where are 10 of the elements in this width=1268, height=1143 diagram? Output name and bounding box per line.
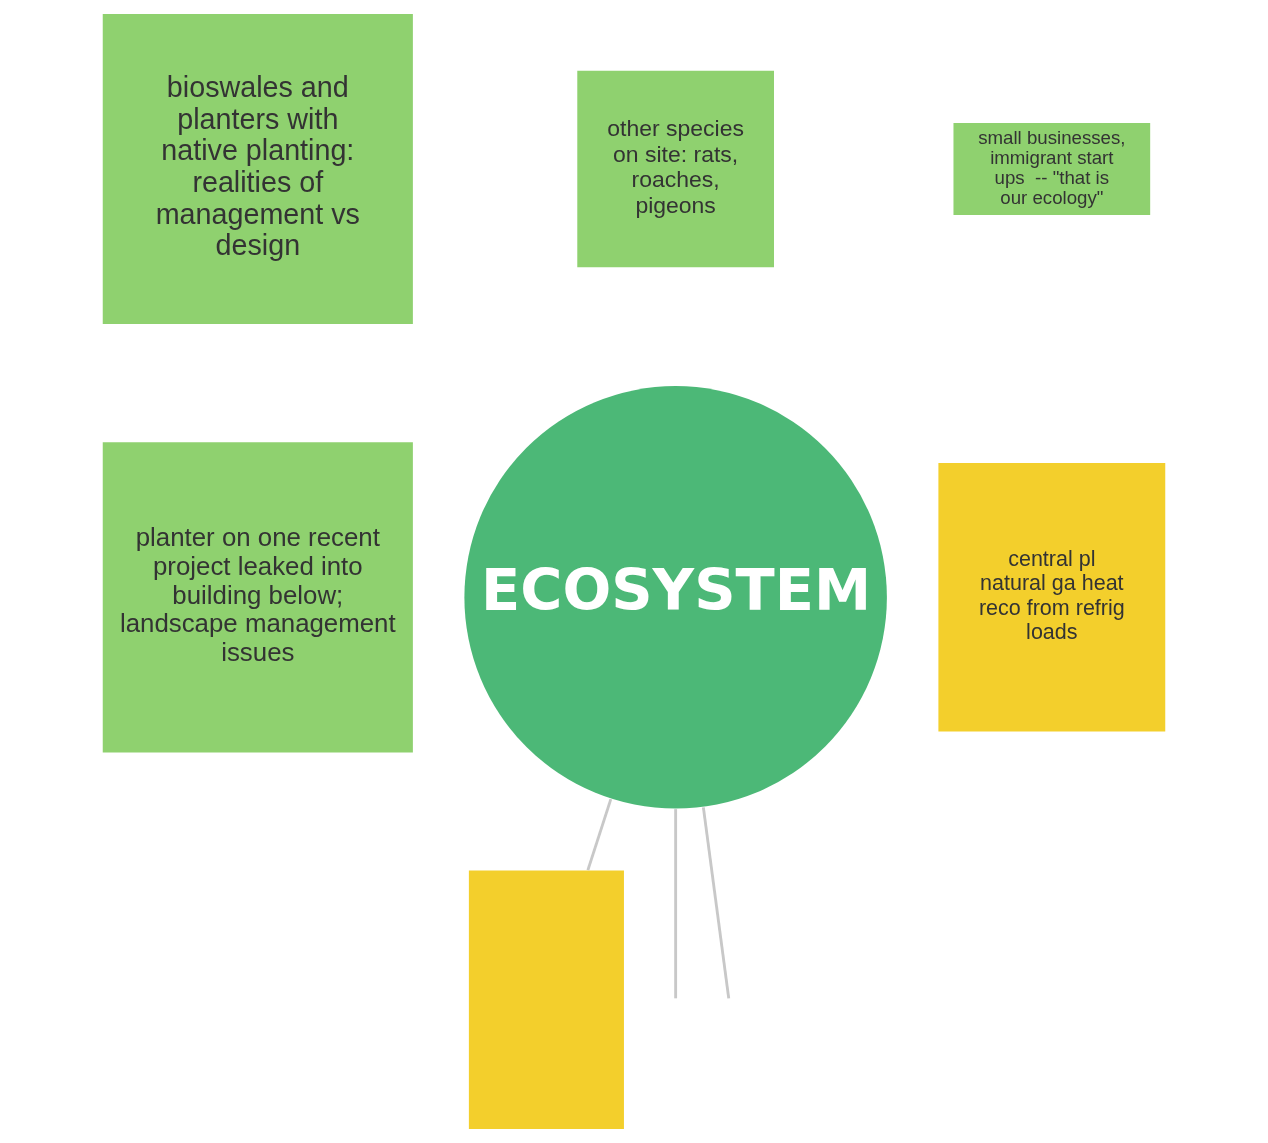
node-box: other species on site: rats, roaches, pigeons (577, 70, 774, 268)
node-circle: ECOSYSTEM (464, 386, 887, 809)
node-box: bioswales and planters with native planting: realities of management vs design (102, 13, 413, 325)
node-box: central pl natural ga heat reco from refrig loads (938, 463, 1166, 732)
connector (674, 809, 678, 999)
node-box: small businesses, immigrant start ups -- "that is our ecology" (953, 123, 1151, 215)
node-box (468, 870, 624, 1130)
connector (701, 807, 731, 999)
connector (586, 798, 613, 871)
node-box: planter on one recent project leaked into building below; landscape management issues (102, 442, 413, 753)
